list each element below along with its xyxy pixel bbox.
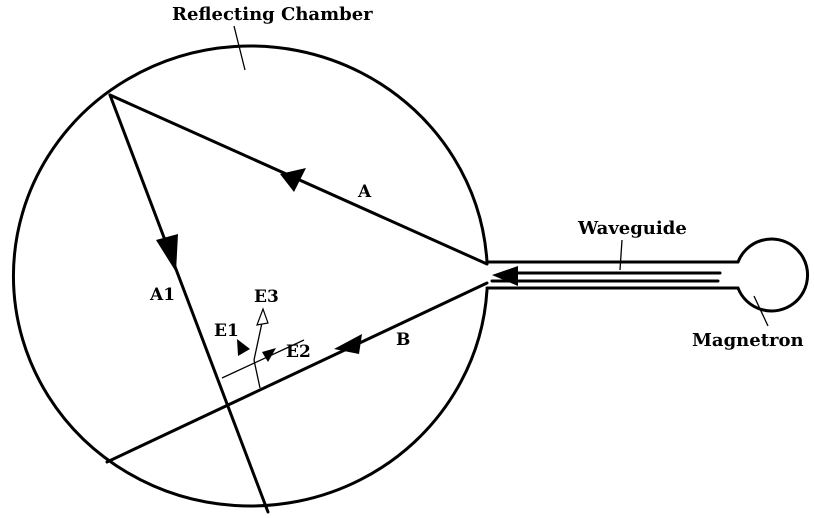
ray-b [105, 281, 489, 464]
magnetron-label: Magnetron [692, 330, 804, 351]
waveguide-label-pointer [619, 239, 623, 271]
chamber-label: Reflecting Chamber [172, 4, 373, 25]
field-e1-label: E1 [214, 321, 239, 341]
ray-a1 [108, 93, 270, 514]
field-e3-arrowhead [256, 307, 269, 326]
arrow-ray-b [334, 334, 362, 354]
arrow-ray-a1 [156, 234, 178, 272]
waveguide-label: Waveguide [577, 218, 687, 239]
magnetron-body [736, 237, 810, 313]
chamber-label-pointer [233, 25, 246, 71]
ray-b-label: B [396, 330, 410, 350]
ray-a-label: A [357, 182, 372, 202]
magnetron-label-pointer [753, 295, 769, 327]
field-e2-label: E2 [286, 342, 311, 362]
arrow-waveguide [492, 266, 518, 286]
arrow-ray-a [280, 168, 306, 192]
field-e3-vector [253, 317, 264, 361]
field-normal [253, 359, 261, 389]
field-e3-label: E3 [254, 287, 279, 307]
field-e2-arrowhead [262, 348, 276, 362]
reflecting-chamber-wall [11, 44, 489, 508]
field-e1-arrowhead [237, 339, 250, 356]
ray-a1-label: A1 [149, 285, 175, 305]
field-baseline [221, 339, 305, 379]
